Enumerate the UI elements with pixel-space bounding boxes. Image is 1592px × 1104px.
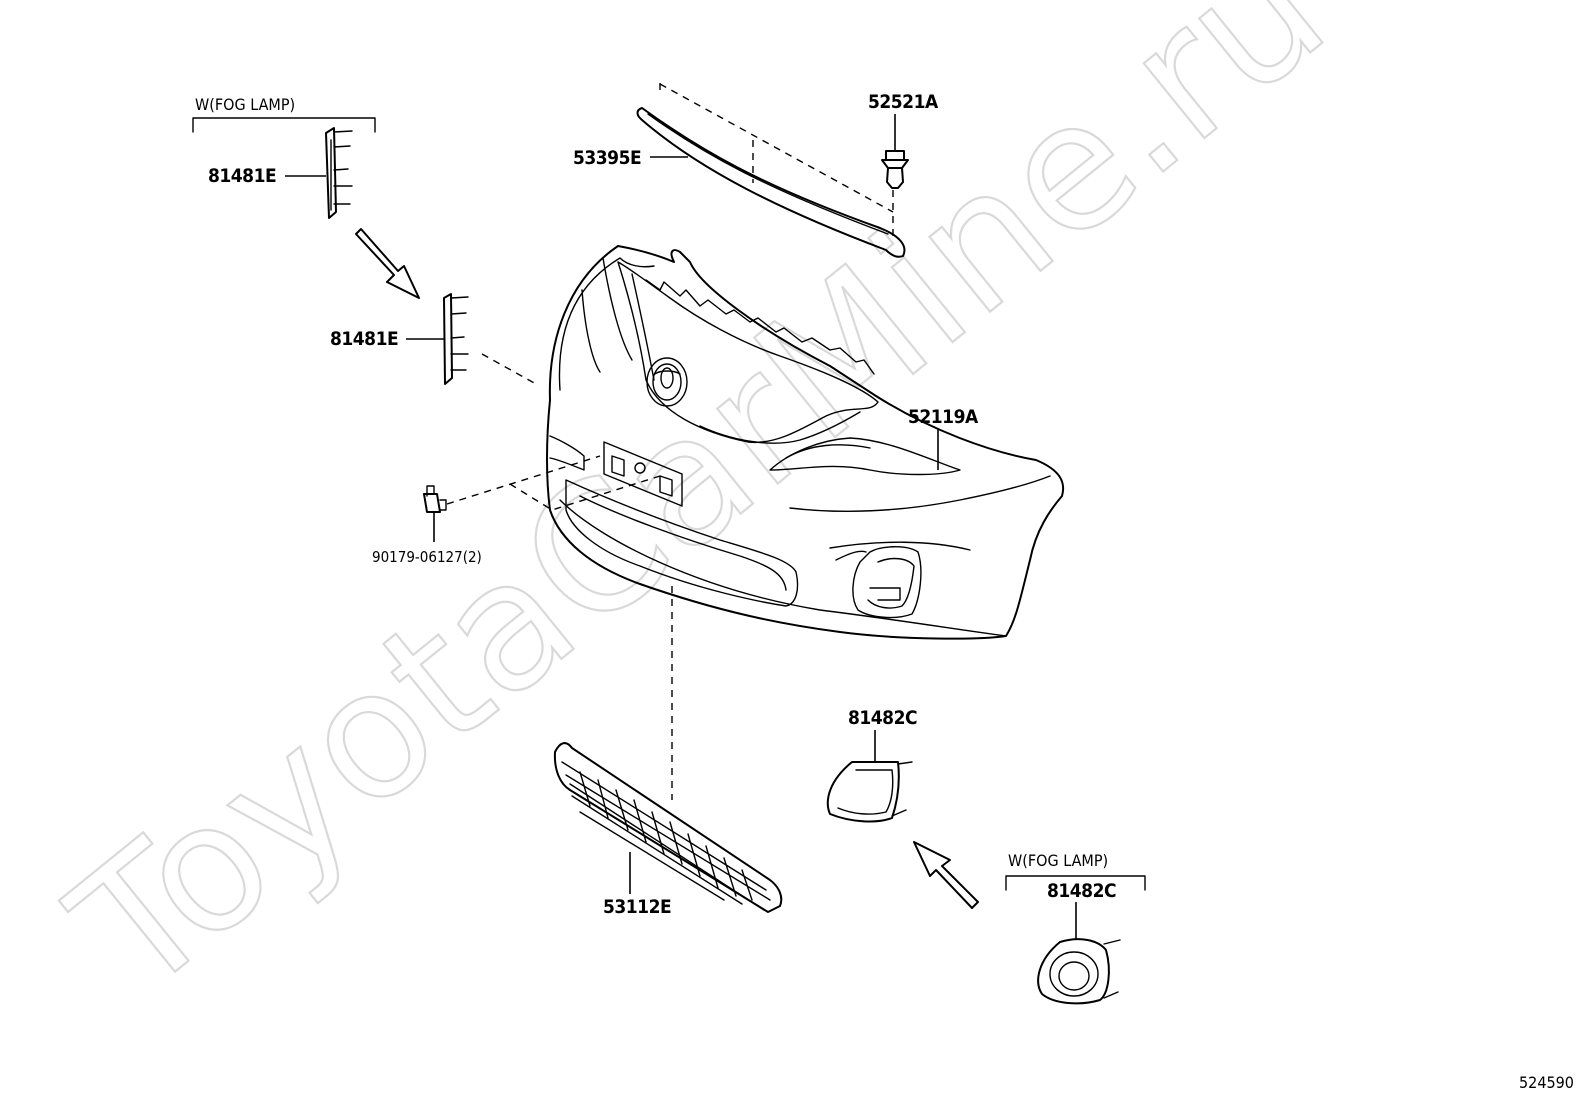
assembly-line — [659, 83, 894, 213]
part-label-52119a[interactable]: 52119A — [908, 406, 979, 428]
bracket-81481e-lower-drawing[interactable] — [443, 293, 469, 385]
arrow-up-left-icon — [913, 841, 979, 909]
fog-lamp-condition-bracket-top — [192, 117, 376, 133]
assembly-line — [509, 475, 661, 511]
watermark: ToyotaCarMine.ru — [37, 0, 1362, 1033]
part-label-81482c-upper[interactable]: 81482C — [848, 707, 918, 729]
part-label-81481e-upper[interactable]: 81481E — [208, 165, 277, 187]
bracket-81481e-upper-drawing[interactable] — [325, 127, 353, 219]
part-label-90179-06127[interactable]: 90179-06127(2) — [372, 548, 482, 566]
part-label-53395e[interactable]: 53395E — [573, 147, 642, 169]
fog-lamp-condition-top: W(FOG LAMP) — [195, 95, 295, 114]
moulding-53395e-drawing[interactable] — [636, 107, 906, 258]
fog-cover-81482c-upper-drawing[interactable] — [826, 761, 913, 823]
fog-lamp-condition-bracket-bottom — [1005, 875, 1146, 891]
part-label-52521a[interactable]: 52521A — [868, 91, 939, 113]
lower-grille-53112e-drawing[interactable] — [553, 742, 783, 913]
nut-90179-drawing[interactable] — [423, 485, 447, 513]
fog-lamp-condition-bottom: W(FOG LAMP) — [1008, 851, 1108, 870]
arrow-down-right-icon — [355, 228, 420, 299]
diagram-id: 524590 — [1519, 1073, 1574, 1092]
assembly-line — [446, 455, 601, 505]
part-label-81481e-lower[interactable]: 81481E — [330, 328, 399, 350]
assembly-line — [481, 353, 537, 385]
part-label-81482c-lower[interactable]: 81482C — [1047, 880, 1117, 902]
clip-52521a-drawing[interactable] — [881, 150, 909, 189]
fog-cover-81482c-lower-drawing[interactable] — [1037, 938, 1121, 1005]
part-label-53112e[interactable]: 53112E — [603, 896, 672, 918]
bumper-cover-52119a-drawing[interactable] — [546, 245, 1065, 640]
